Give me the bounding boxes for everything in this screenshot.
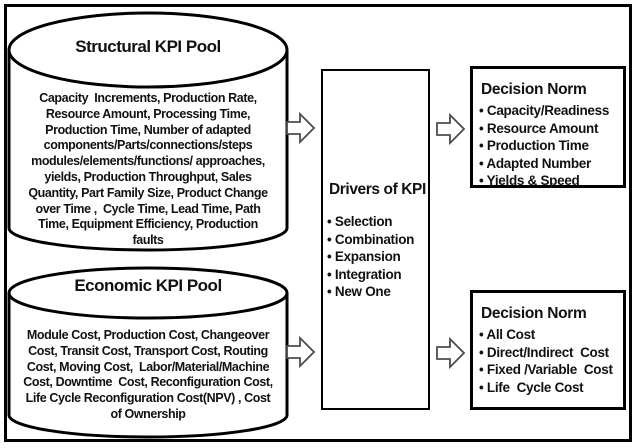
decision-norm-item: Resource Amount [479,120,623,138]
decision-norm-item: Fixed /Variable Cost [479,361,623,379]
arrow-drivers-to-norm-bottom-icon [436,337,466,369]
drivers-title: Drivers of KPI [329,181,426,198]
drivers-list: Selection Combination Expansion Integrat… [327,213,428,301]
drivers-item: Expansion [327,248,428,266]
decision-norm-box-structural: Decision Norm Capacity/Readiness Resourc… [470,66,626,188]
decision-norm-item: All Cost [479,326,623,344]
decision-norm-list: Capacity/Readiness Resource Amount Produ… [479,102,623,190]
decision-norm-item: Production Time [479,137,623,155]
decision-norm-item: Adapted Number [479,155,623,173]
drivers-item: Integration [327,266,428,284]
economic-pool-content: Module Cost, Production Cost, Changeover… [23,328,273,421]
structural-pool-title: Structural KPI Pool [75,37,221,56]
economic-pool-title: Economic KPI Pool [74,276,222,295]
structural-pool-content: Capacity Increments, Production Rate, Re… [28,91,268,248]
decision-norm-title: Decision Norm [481,81,587,98]
arrow-structural-to-drivers-icon [286,112,316,144]
drivers-item: New One [327,283,428,301]
economic-pool-cylinder-shape [7,266,289,439]
drivers-of-kpi-box: Drivers of KPI Selection Combination Exp… [321,69,430,410]
decision-norm-title: Decision Norm [481,305,587,322]
arrow-economic-to-drivers-icon [286,336,316,368]
decision-norm-item: Yields & Speed [479,172,623,190]
decision-norm-item: Life Cycle Cost [479,379,623,397]
decision-norm-box-economic: Decision Norm All Cost Direct/Indirect C… [470,290,626,410]
figure-border [4,4,632,442]
decision-norm-item: Direct/Indirect Cost [479,344,623,362]
structural-pool-cylinder-shape [7,11,289,252]
decision-norm-list: All Cost Direct/Indirect Cost Fixed /Var… [479,326,623,396]
drivers-item: Combination [327,231,428,249]
arrow-drivers-to-norm-top-icon [436,113,466,145]
decision-norm-item: Capacity/Readiness [479,102,623,120]
drivers-item: Selection [327,213,428,231]
